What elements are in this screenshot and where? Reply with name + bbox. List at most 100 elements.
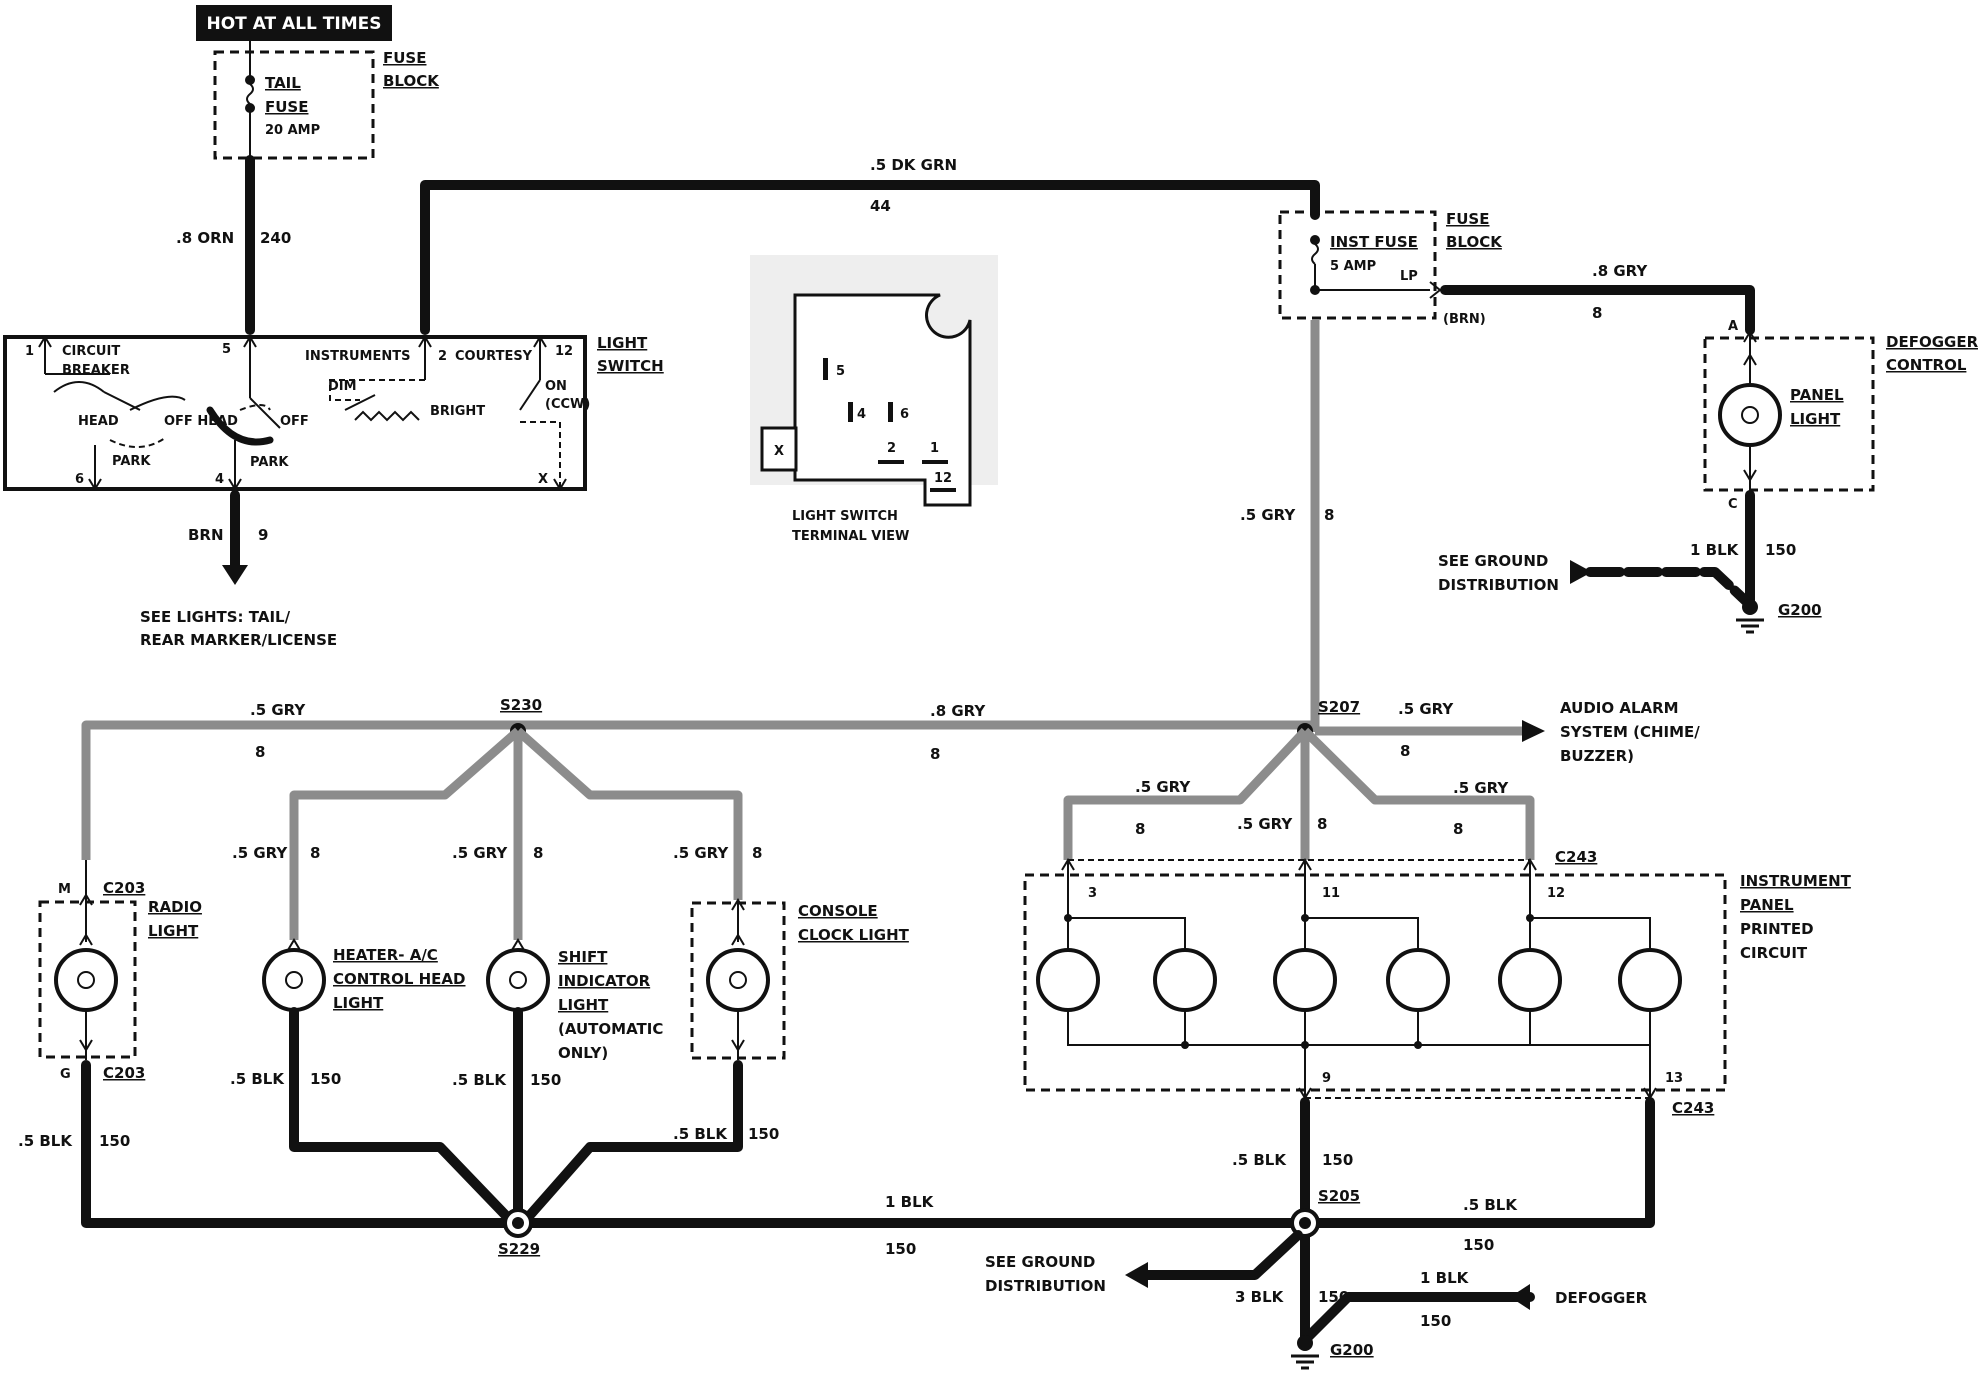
heater-label-3: LIGHT [333, 994, 384, 1012]
tv-pin-12 [930, 488, 956, 492]
wire-gry-mid-label: .8 GRY [930, 702, 986, 720]
console-light-return [731, 1010, 745, 1060]
ipc-box [1023, 873, 1727, 1092]
wire-blk-console [518, 1060, 743, 1228]
ipc-bulb-3 [1273, 948, 1337, 1012]
ipc-bulbs [1036, 948, 1682, 1012]
radio-light-box [38, 900, 137, 1059]
wire-gry-heater [289, 727, 521, 940]
wire-blk-ip9-label: .5 BLK [1232, 1151, 1287, 1169]
wire-gry-lp-label: .8 GRY [1592, 262, 1648, 280]
splice-s229-label: S229 [498, 1240, 540, 1258]
g200-top-label: G200 [1778, 601, 1822, 619]
ls-t6-line [88, 445, 102, 491]
audio-arrow [1522, 720, 1545, 742]
terminal-view-outline [793, 293, 972, 507]
ground-distribution-arrow-top [1570, 560, 1592, 584]
wire-blk-ground-dist [1140, 1230, 1303, 1280]
ls-park-label-right: PARK [250, 455, 289, 470]
ls-dim-label: DIM [328, 379, 357, 394]
ipc-terminal-11: 11 [1322, 886, 1340, 901]
defogger-control-title-1: DEFOGGER [1886, 333, 1978, 351]
console-light-feed [731, 898, 745, 946]
fuse-block-top [213, 50, 375, 160]
shift-label-5: ONLY) [558, 1044, 608, 1062]
see-lights-2: REAR MARKER/LICENSE [140, 631, 337, 649]
wire-blk-def-label: 1 BLK [1690, 541, 1740, 559]
g200-bottom-label: G200 [1330, 1341, 1374, 1359]
console-label-2: CLOCK LIGHT [798, 926, 910, 944]
ls-head-label: HEAD [78, 414, 119, 429]
wire-dkgrn-44 [420, 180, 1320, 335]
inst-fuse-symbol [1311, 243, 1319, 265]
wire-gry-ip2-number: 8 [1317, 815, 1327, 833]
wire-gry-bus [81, 720, 1315, 860]
g200-top-symbol [1736, 618, 1764, 634]
defogger-control-title-2: CONTROL [1886, 356, 1967, 374]
ipc-terminal-12: 12 [1547, 886, 1565, 901]
splice-s230-label: S230 [500, 696, 542, 714]
tv-x: X [774, 444, 784, 459]
radio-light-bulb [54, 948, 118, 1012]
wire-blk-ip13-number: 150 [1463, 1236, 1494, 1254]
ipc-bulb-6 [1618, 948, 1682, 1012]
ls-courtesy-switch [519, 379, 541, 411]
ipc-t12-arrow [1523, 858, 1537, 900]
g200-bottom-symbol [1291, 1354, 1319, 1370]
wire-gry-shift-number: 8 [533, 844, 543, 862]
ls-rheostat-wiper [344, 394, 376, 411]
wire-blk-ip13-label: .5 BLK [1463, 1196, 1518, 1214]
wire-blk-radio-label: .5 BLK [18, 1132, 73, 1150]
ls-terminal-6: 6 [75, 472, 84, 487]
shift-label-3: LIGHT [558, 996, 609, 1014]
fuse-block-inst [1278, 210, 1437, 320]
ipc-t11-arrow [1298, 858, 1312, 900]
audio-alarm-1: AUDIO ALARM [1560, 699, 1679, 717]
ipc-node-b1 [1181, 1041, 1189, 1049]
wire-gry-vert-label: .5 GRY [1240, 506, 1296, 524]
wire-gry-heater-number: 8 [310, 844, 320, 862]
radio-terminal-g: G [60, 1067, 71, 1082]
wire-blk-heater-number: 150 [310, 1070, 341, 1088]
c203-top-label: C203 [103, 879, 145, 897]
ipc-bulb-2 [1153, 948, 1217, 1012]
inst-fuse-label: INST FUSE [1330, 233, 1418, 251]
heater-label-1: HEATER- A/C [333, 946, 438, 964]
ls-terminal-2: 2 [438, 349, 447, 364]
wire-blk-ip9-number: 150 [1322, 1151, 1353, 1169]
wire-gry-lp-number: 8 [1592, 304, 1602, 322]
inst-fuse-lp-link [1315, 281, 1442, 299]
defogger-control-box [1703, 336, 1875, 492]
shift-light-filament [509, 971, 527, 989]
tv-pin-5 [823, 358, 828, 380]
tv-4: 4 [857, 407, 866, 422]
wire-gry-ip2-label: .5 GRY [1237, 815, 1293, 833]
ls-rheostat [354, 410, 420, 422]
tail-fuse-symbol [246, 83, 254, 105]
inst-fuse-rating: 5 AMP [1330, 259, 1376, 274]
ls-dashed-contacts [109, 404, 271, 448]
wire-blk-defogger [1300, 1292, 1535, 1345]
g200-bottom-node [1297, 1335, 1313, 1351]
wire-gry-shift-label: .5 GRY [452, 844, 508, 862]
wire-gry-vert-number: 8 [1324, 506, 1334, 524]
wire-gry-console [515, 727, 743, 900]
tv-pin-2 [878, 460, 904, 464]
shift-label-2: INDICATOR [558, 972, 651, 990]
wire-gry-mid-number: 8 [930, 745, 940, 763]
tail-fuse-rating: 20 AMP [265, 123, 320, 138]
shift-light-arrow [511, 938, 525, 951]
wire-gry-ip3-label: .5 GRY [1453, 779, 1509, 797]
see-ground-bottom-2: DISTRIBUTION [985, 1277, 1106, 1295]
inst-fuse-lp: LP [1400, 269, 1418, 284]
wire-dkgrn-label: .5 DK GRN [870, 156, 957, 174]
audio-alarm-2: SYSTEM (CHIME/ [1560, 723, 1700, 741]
ls-circuit-label-1: CIRCUIT [62, 344, 120, 359]
wire-gry-console-number: 8 [752, 844, 762, 862]
wire-gry-left-label: .5 GRY [250, 701, 306, 719]
ipc-t3-arrow [1061, 858, 1075, 900]
ls-t2-line [418, 335, 432, 380]
ls-terminal-1: 1 [25, 344, 34, 359]
ipc-label-1: INSTRUMENT [1740, 872, 1852, 890]
wire-gry-ip1 [1063, 727, 1309, 860]
